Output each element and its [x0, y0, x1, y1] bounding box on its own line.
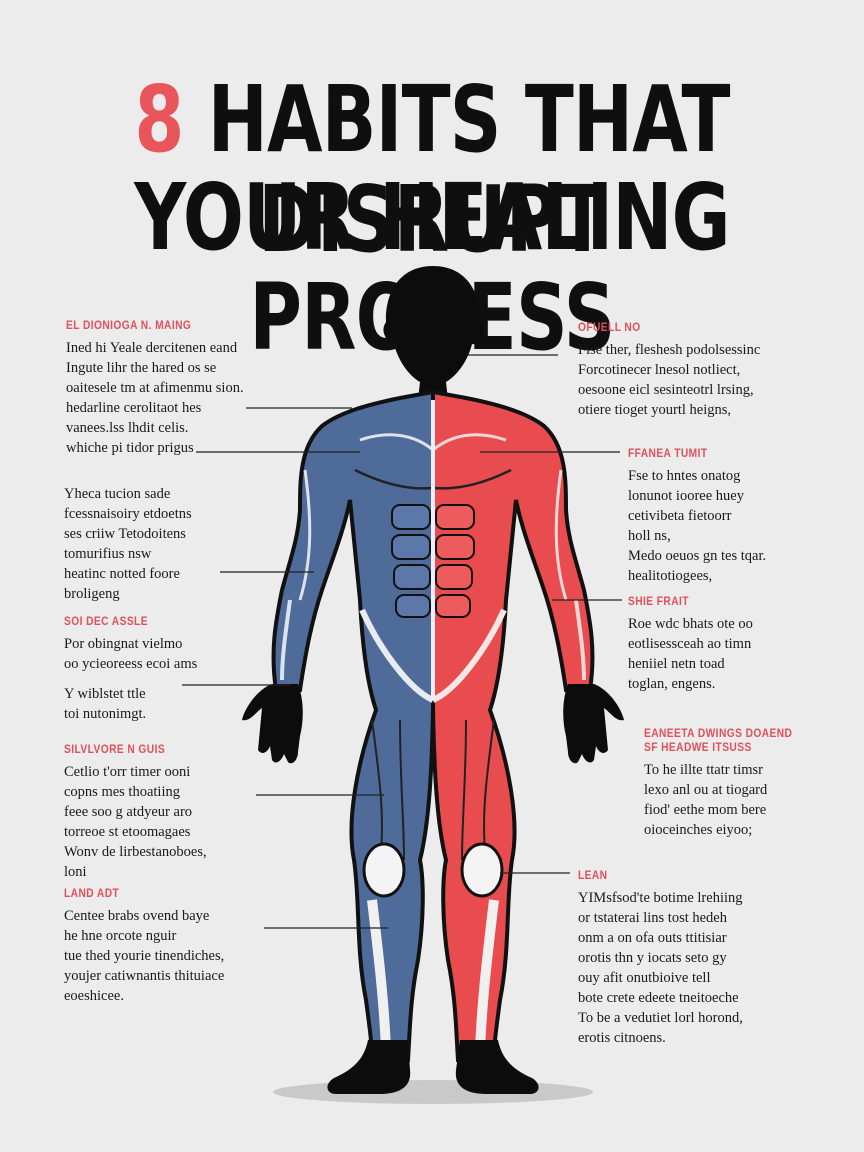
- headline-line-1-text: HABITS THAT DISRUPT: [183, 66, 731, 273]
- right-callout-3: SHIE FRAIT Roe wdc bhats ote oo eotlises…: [628, 594, 848, 694]
- callout-text: Yheca tucion sade fcessnaisoiry etdoetns…: [64, 486, 192, 602]
- muscles-blue-side: [271, 389, 433, 1062]
- left-callout-3: SOI DEC ASSLE Por obingnat vielmo oo yci…: [64, 614, 264, 724]
- muscles-red-side: [433, 389, 595, 1062]
- left-callout-4: SILVLVORE N GUIS Cetlio t'orr timer ooni…: [64, 742, 264, 882]
- head-silhouette: [383, 266, 483, 400]
- right-callout-1: OFUELL NO Fise ther, fleshesh podolsessi…: [578, 320, 828, 420]
- callout-heading: SILVLVORE N GUIS: [64, 742, 166, 756]
- callout-text: Centee brabs ovend baye he hne orcote ng…: [64, 908, 225, 1004]
- headline-line-1: 8 HABITS THAT DISRUPT: [95, 70, 769, 270]
- callout-heading: FFANEA TUMIT: [628, 446, 708, 460]
- foot-left: [327, 1040, 411, 1094]
- callout-text: To he illte ttatr timsr lexo anl ou at t…: [644, 762, 768, 838]
- callout-heading: EANEETA DWINGS DOAEND SF HEADWE ITSUSS: [644, 726, 793, 754]
- right-callout-2: FFANEA TUMIT Fse to hntes onatog lonunot…: [628, 446, 848, 586]
- right-callout-4: EANEETA DWINGS DOAEND SF HEADWE ITSUSS T…: [644, 726, 854, 840]
- callout-heading: EL DIONIOGA N. MAING: [66, 318, 192, 332]
- callout-text: Cetlio t'orr timer ooni copns mes thoati…: [64, 764, 207, 880]
- callout-text: Roe wdc bhats ote oo eotlisessceah ao ti…: [628, 616, 753, 692]
- callout-text: Ined hi Yeale dercitenen eand Ingute lih…: [66, 340, 244, 456]
- right-callout-5: LEAN YIMsfsod'te botime lrehiing or tsta…: [578, 868, 838, 1048]
- headline-number: 8: [134, 66, 184, 173]
- left-callout-5: LAND ADT Centee brabs ovend baye he hne …: [64, 886, 274, 1006]
- callout-heading: SHIE FRAIT: [628, 594, 689, 608]
- hand-right: [563, 684, 624, 764]
- foot-right: [455, 1040, 539, 1094]
- callout-heading: OFUELL NO: [578, 320, 641, 334]
- callout-heading: LEAN: [578, 868, 608, 882]
- left-callout-2: Yheca tucion sade fcessnaisoiry etdoetns…: [64, 484, 264, 604]
- ground-shadow: [273, 1080, 593, 1104]
- left-callout-1: EL DIONIOGA N. MAING Ined hi Yeale derci…: [66, 318, 316, 458]
- callout-heading: SOI DEC ASSLE: [64, 614, 148, 628]
- callout-text: Por obingnat vielmo oo ycieoreess ecoi a…: [64, 636, 198, 672]
- callout-heading: LAND ADT: [64, 886, 120, 900]
- callout-text: YIMsfsod'te botime lrehiing or tstaterai…: [578, 890, 743, 1046]
- callout-text: Fise ther, fleshesh podolsessinc Forcoti…: [578, 342, 761, 418]
- callout-text: Y wiblstet ttle toi nutonimgt.: [64, 686, 147, 722]
- callout-text: Fse to hntes onatog lonunot iooree huey …: [628, 468, 767, 584]
- hand-left: [242, 684, 303, 764]
